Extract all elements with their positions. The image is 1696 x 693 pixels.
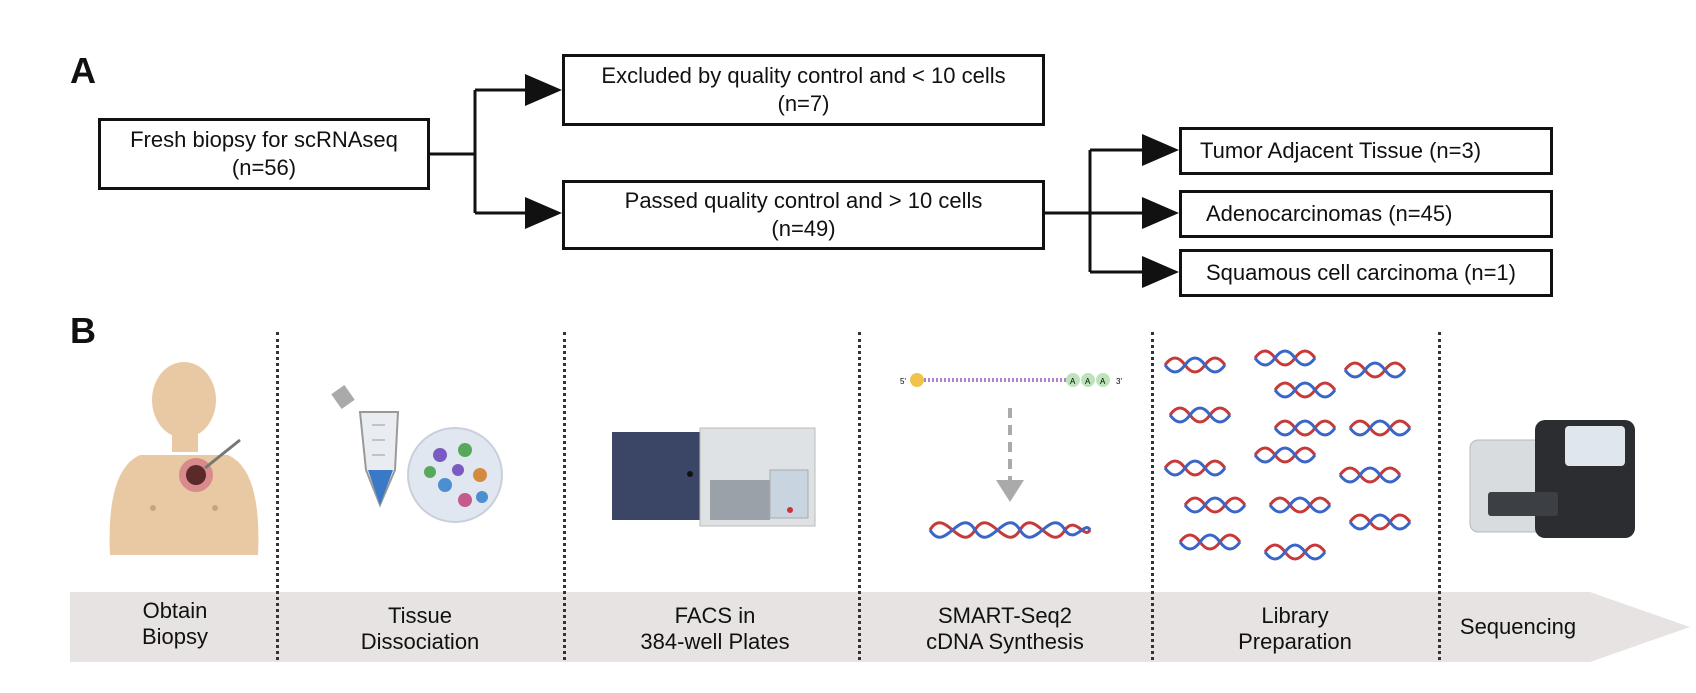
- panel-a-label: A: [70, 50, 96, 91]
- passed-line2: (n=49): [771, 216, 836, 241]
- arrow-to-excluded: [525, 74, 562, 106]
- divider-5: [1438, 332, 1441, 660]
- step-sequencing: Sequencing: [1448, 614, 1588, 640]
- three-prime-label: 3': [1116, 377, 1122, 386]
- arrow-to-passed: [525, 197, 562, 229]
- outcome-adenocarcinomas-box: Adenocarcinomas (n=45): [1179, 190, 1553, 238]
- step-smart-seq2: SMART-Seq2 cDNA Synthesis: [905, 603, 1105, 655]
- outcome-label: Squamous cell carcinoma (n=1): [1206, 260, 1516, 285]
- step-line1: Tissue: [388, 603, 452, 628]
- step-line2: 384-well Plates: [640, 629, 790, 654]
- poly-a-label-3: A: [1100, 377, 1106, 386]
- passed-line1: Passed quality control and > 10 cells: [624, 188, 983, 213]
- divider-4: [1151, 332, 1154, 660]
- outcome-tumor-adjacent-box: Tumor Adjacent Tissue (n=3): [1179, 127, 1553, 175]
- outcome-squamous-box: Squamous cell carcinoma (n=1): [1179, 249, 1553, 297]
- panel-b-label: B: [70, 310, 96, 351]
- step-line2: Dissociation: [360, 629, 480, 654]
- root-box: Fresh biopsy for scRNAseq (n=56): [98, 118, 430, 190]
- arrow-to-squamous: [1142, 256, 1179, 288]
- sequencer-icon: [1469, 420, 1635, 538]
- step-line2: Preparation: [1238, 629, 1352, 654]
- step-line2: cDNA Synthesis: [926, 629, 1084, 654]
- step-line1: FACS in: [674, 603, 756, 628]
- outcome-label: Tumor Adjacent Tissue (n=3): [1200, 138, 1482, 163]
- poly-a-label-2: A: [1085, 377, 1091, 386]
- step-obtain-biopsy: Obtain Biopsy: [110, 598, 240, 650]
- facs-machine-icon: [612, 427, 816, 527]
- excluded-box: Excluded by quality control and < 10 cel…: [562, 54, 1045, 126]
- step-line1: Library: [1261, 603, 1329, 628]
- patient-biopsy-icon: [109, 362, 259, 555]
- poly-a-label-1: A: [1070, 377, 1076, 386]
- root-line1: Fresh biopsy for scRNAseq: [130, 127, 398, 152]
- divider-2: [563, 332, 566, 660]
- step-line1: SMART-Seq2: [937, 603, 1073, 628]
- divider-3: [858, 332, 861, 660]
- arrow-to-adenocarcinomas: [1142, 197, 1179, 229]
- step-line2: Biopsy: [141, 624, 209, 649]
- library-dna-icon: [1163, 349, 1412, 561]
- step-line1: Sequencing: [1459, 614, 1577, 639]
- step-facs: FACS in 384-well Plates: [620, 603, 810, 655]
- excluded-line2: (n=7): [777, 91, 830, 116]
- root-line2: (n=56): [231, 155, 297, 180]
- divider-1: [276, 332, 279, 660]
- five-prime-label: 5': [900, 377, 906, 386]
- step-library-preparation: Library Preparation: [1220, 603, 1370, 655]
- cdna-synthesis-icon: 5' A A A 3': [900, 373, 1122, 539]
- passed-box: Passed quality control and > 10 cells (n…: [562, 180, 1045, 250]
- tissue-tube-icon: [331, 385, 503, 523]
- excluded-line1: Excluded by quality control and < 10 cel…: [601, 63, 1006, 88]
- arrow-to-tumor-adjacent: [1142, 134, 1179, 166]
- step-line1: Obtain: [142, 598, 208, 623]
- outcome-label: Adenocarcinomas (n=45): [1206, 201, 1453, 226]
- step-tissue-dissociation: Tissue Dissociation: [345, 603, 495, 655]
